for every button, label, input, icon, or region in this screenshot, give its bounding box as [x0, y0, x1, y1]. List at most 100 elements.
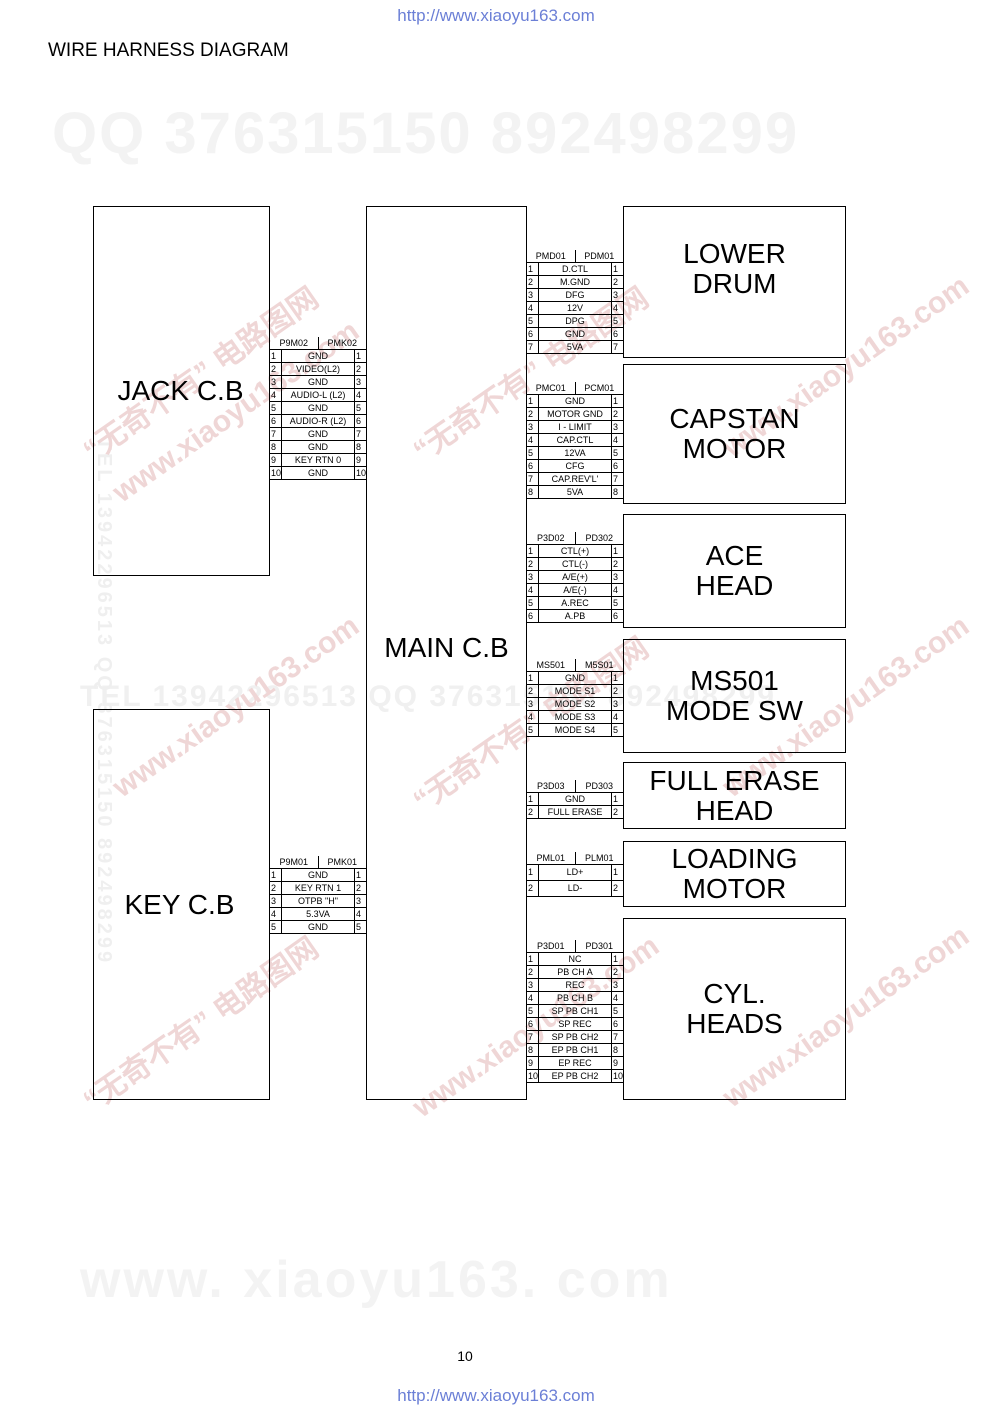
pin-signal: CAP.CTL — [556, 435, 594, 445]
pin-number: 9 — [270, 454, 282, 466]
footer-url[interactable]: http://www.xiaoyu163.com — [397, 1386, 595, 1405]
connector-left-id: P9M02 — [270, 337, 319, 349]
pin-number: 10 — [611, 1070, 624, 1082]
pin-number: 2 — [527, 806, 539, 818]
pin-number: 1 — [611, 545, 623, 557]
page-title: WIRE HARNESS DIAGRAM — [48, 40, 289, 61]
pin-number: 5 — [611, 315, 623, 327]
pin-number: 7 — [354, 428, 366, 440]
pin-number: 5 — [611, 1005, 623, 1017]
pin-signal: MODE S2 — [554, 699, 596, 709]
pin-number: 1 — [527, 263, 539, 275]
connector-left-id: MS501 — [527, 659, 576, 671]
pin-number: 1 — [611, 672, 623, 684]
pin-number: 1 — [611, 395, 623, 407]
pin-number: 4 — [611, 992, 623, 1004]
pin-number: 4 — [354, 908, 366, 920]
pin-signal: MODE S4 — [554, 725, 596, 735]
lower-drum-label: LOWER DRUM — [683, 238, 786, 299]
ace-head-board: ACE HEAD — [623, 514, 846, 628]
connector-pin-row: 1 GND 1 — [527, 672, 623, 685]
header-url[interactable]: http://www.xiaoyu163.com — [397, 6, 595, 25]
pin-number: 2 — [527, 408, 539, 420]
pin-number: 4 — [527, 711, 539, 723]
watermark-qq: QQ 376315150 892498299 — [52, 101, 800, 166]
main-cb-board: MAIN C.B — [366, 206, 527, 1100]
mode-switch-label: MS501 MODE SW — [666, 665, 803, 726]
pin-number: 6 — [354, 415, 366, 427]
pin-number: 4 — [611, 434, 623, 446]
pin-signal: 5VA — [566, 487, 584, 497]
connector-right-id: PD301 — [585, 941, 614, 951]
pin-number: 4 — [611, 584, 623, 596]
full-erase-head-board: FULL ERASE HEAD — [623, 762, 846, 829]
pin-number: 2 — [611, 276, 623, 288]
pin-number: 2 — [527, 966, 539, 978]
pin-signal: GND — [308, 922, 328, 932]
pin-number: 1 — [527, 672, 539, 684]
pin-number: 2 — [270, 882, 282, 894]
pin-number: 3 — [611, 698, 623, 710]
pin-number: 3 — [354, 895, 366, 907]
pin-number: 6 — [611, 460, 623, 472]
pin-number: 6 — [527, 1018, 539, 1030]
pin-number: 1 — [527, 793, 539, 805]
pin-signal: AUDIO-R (L2) — [289, 416, 347, 426]
loading-motor-board: LOADING MOTOR — [623, 841, 846, 907]
pin-number: 3 — [611, 289, 623, 301]
pin-number: 7 — [611, 341, 623, 353]
pin-number: 9 — [527, 1057, 539, 1069]
pin-number: 7 — [611, 473, 623, 485]
mode-switch-board: MS501 MODE SW — [623, 639, 846, 753]
pin-number: 1 — [270, 350, 282, 362]
pin-number: 3 — [270, 895, 282, 907]
connector-right-id: PDM01 — [584, 251, 615, 261]
pin-number: 6 — [527, 610, 539, 622]
pin-number: 10 — [528, 1070, 539, 1082]
pin-number: 1 — [527, 953, 539, 965]
jack-cb-board: JACK C.B — [93, 206, 270, 576]
pin-signal: GND — [308, 351, 328, 361]
pin-number: 8 — [527, 486, 539, 498]
pin-number: 3 — [527, 571, 539, 583]
pin-signal: GND — [308, 468, 328, 478]
connector-left-id: PMC01 — [527, 382, 576, 394]
connector-right-id: PCM01 — [584, 383, 615, 393]
pin-signal: SP PB CH1 — [551, 1006, 599, 1016]
pin-number: 2 — [611, 806, 623, 818]
pin-number: 7 — [270, 428, 282, 440]
pin-number: 4 — [354, 389, 366, 401]
pin-signal: GND — [308, 429, 328, 439]
pin-signal: VIDEO(L2) — [295, 364, 340, 374]
pin-number: 1 — [270, 869, 282, 881]
pin-number: 3 — [527, 979, 539, 991]
pin-number: 1 — [354, 350, 366, 362]
pin-signal: GND — [565, 673, 585, 683]
pin-number: 6 — [611, 1018, 623, 1030]
